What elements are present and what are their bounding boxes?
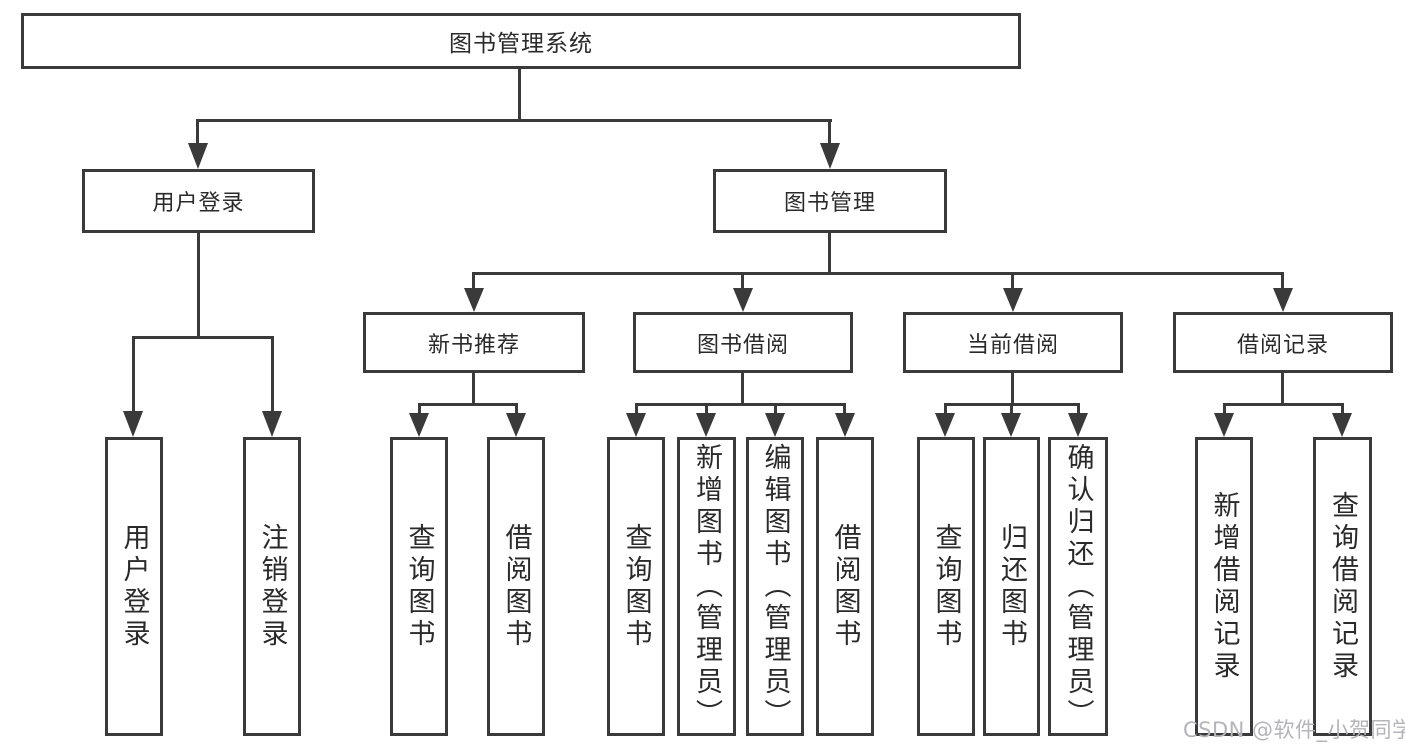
connector-bookmgmt-stem <box>828 233 831 274</box>
arrowhead-bb-add <box>696 413 716 437</box>
node-book-management-label: 图书管理 <box>783 191 876 216</box>
leaf-br-query-record-label: 查询借阅记录 <box>1327 490 1358 683</box>
node-root-label: 图书管理系统 <box>449 31 593 57</box>
leaf-cb-confirm-return-admin-label: 确认归还（管理员） <box>1062 442 1094 731</box>
node-user-login: 用户登录 <box>82 169 315 233</box>
leaf-bb-edit-books-admin-label: 编辑图书（管理员） <box>759 442 791 731</box>
arrowhead-br-query <box>1332 413 1352 437</box>
connector-bb-drop-1 <box>635 403 638 415</box>
connector-bookmgmt-drop-nbr <box>472 272 475 290</box>
connector-br-stem <box>1281 373 1284 406</box>
leaf-user-login-label: 用户登录 <box>118 522 150 651</box>
csdn-watermark: CSDN @软件_小贺同学 <box>1183 718 1405 742</box>
leaf-bb-borrow-books-label: 借阅图书 <box>829 522 861 651</box>
node-book-management: 图书管理 <box>713 169 947 233</box>
connector-userlogin-drop-1 <box>132 336 135 412</box>
arrowhead-br-add <box>1214 413 1234 437</box>
leaf-br-query-record: 查询借阅记录 <box>1313 437 1372 736</box>
leaf-logout: 注销登录 <box>243 437 301 736</box>
connector-nbr-rail <box>418 403 518 406</box>
connector-userlogin-stem <box>197 233 200 338</box>
arrowhead-borrow-records <box>1273 288 1293 312</box>
leaf-cb-confirm-return-admin: 确认归还（管理员） <box>1048 437 1108 736</box>
node-user-login-label: 用户登录 <box>152 191 245 216</box>
connector-bookmgmt-drop-br <box>1281 272 1284 290</box>
leaf-cb-query-books: 查询图书 <box>917 437 975 736</box>
arrowhead-cb-query <box>935 413 955 437</box>
arrowhead-book-borrow <box>733 288 753 312</box>
connector-nbr-drop-2 <box>515 403 518 415</box>
connector-root-rail <box>197 119 832 122</box>
leaf-cb-return-books: 归还图书 <box>983 437 1040 736</box>
connector-cb-drop-3 <box>1077 403 1080 415</box>
arrowhead-nbr-borrow <box>506 413 526 437</box>
connector-userlogin-drop-2 <box>271 336 274 412</box>
connector-bookmgmt-drop-bb <box>741 272 744 290</box>
node-new-book-recommend-label: 新书推荐 <box>427 332 520 358</box>
arrowhead-cb-confirm <box>1068 413 1088 437</box>
connector-userlogin-rail <box>132 336 274 339</box>
arrowhead-leaf-logout <box>262 411 282 437</box>
arrowhead-book-mgmt <box>820 143 840 169</box>
arrowhead-bb-edit <box>765 413 785 437</box>
leaf-bb-borrow-books: 借阅图书 <box>816 437 874 736</box>
connector-bb-drop-4 <box>843 403 846 415</box>
leaf-bb-add-books-admin-label: 新增图书（管理员） <box>691 442 722 731</box>
arrowhead-user-login <box>188 143 208 169</box>
leaf-nbr-query-books: 查询图书 <box>390 437 448 736</box>
node-borrow-records: 借阅记录 <box>1173 312 1393 373</box>
leaf-user-login: 用户登录 <box>105 437 163 736</box>
leaf-bb-add-books-admin: 新增图书（管理员） <box>677 437 736 736</box>
leaf-bb-edit-books-admin: 编辑图书（管理员） <box>746 437 804 736</box>
leaf-cb-query-books-label: 查询图书 <box>930 522 962 651</box>
connector-cb-drop-1 <box>944 403 947 415</box>
node-borrow-records-label: 借阅记录 <box>1236 332 1329 358</box>
connector-nbr-drop-1 <box>418 403 421 415</box>
node-book-borrow: 图书借阅 <box>633 312 853 373</box>
connector-br-drop-2 <box>1341 403 1344 415</box>
leaf-nbr-borrow-books-label: 借阅图书 <box>500 522 532 651</box>
leaf-bb-query-books: 查询图书 <box>607 437 665 736</box>
connector-bb-drop-2 <box>705 403 708 415</box>
leaf-nbr-query-books-label: 查询图书 <box>403 522 435 651</box>
arrowhead-bb-borrow <box>835 413 855 437</box>
node-current-borrow: 当前借阅 <box>903 312 1123 373</box>
arrowhead-cb-return <box>1001 413 1021 437</box>
connector-root-stem <box>518 69 521 121</box>
leaf-logout-label: 注销登录 <box>256 522 288 651</box>
leaf-nbr-borrow-books: 借阅图书 <box>487 437 545 736</box>
leaf-br-add-record: 新增借阅记录 <box>1195 437 1253 736</box>
node-current-borrow-label: 当前借阅 <box>966 332 1059 358</box>
leaf-br-add-record-label: 新增借阅记录 <box>1208 490 1240 683</box>
node-book-borrow-label: 图书借阅 <box>696 332 789 358</box>
node-new-book-recommend: 新书推荐 <box>363 312 585 373</box>
connector-cb-stem <box>1011 373 1014 406</box>
connector-br-drop-1 <box>1223 403 1226 415</box>
connector-br-rail <box>1223 403 1344 406</box>
arrowhead-new-book-recommend <box>464 288 484 312</box>
connector-root-drop-user-login <box>196 119 199 147</box>
arrowhead-current-borrow <box>1003 288 1023 312</box>
node-root: 图书管理系统 <box>21 13 1021 69</box>
arrowhead-leaf-user-login <box>123 411 143 437</box>
connector-nbr-stem <box>472 373 475 406</box>
connector-bb-rail <box>635 403 846 406</box>
connector-cb-drop-2 <box>1010 403 1013 415</box>
connector-bookmgmt-drop-cb <box>1011 272 1014 290</box>
leaf-cb-return-books-label: 归还图书 <box>996 522 1027 651</box>
arrowhead-nbr-query <box>409 413 429 437</box>
connector-bb-stem <box>741 373 744 406</box>
arrowhead-bb-query <box>626 413 646 437</box>
leaf-bb-query-books-label: 查询图书 <box>620 522 652 651</box>
connector-bookmgmt-rail <box>472 272 1284 275</box>
connector-root-drop-book-mgmt <box>828 119 831 147</box>
connector-bb-drop-3 <box>774 403 777 415</box>
